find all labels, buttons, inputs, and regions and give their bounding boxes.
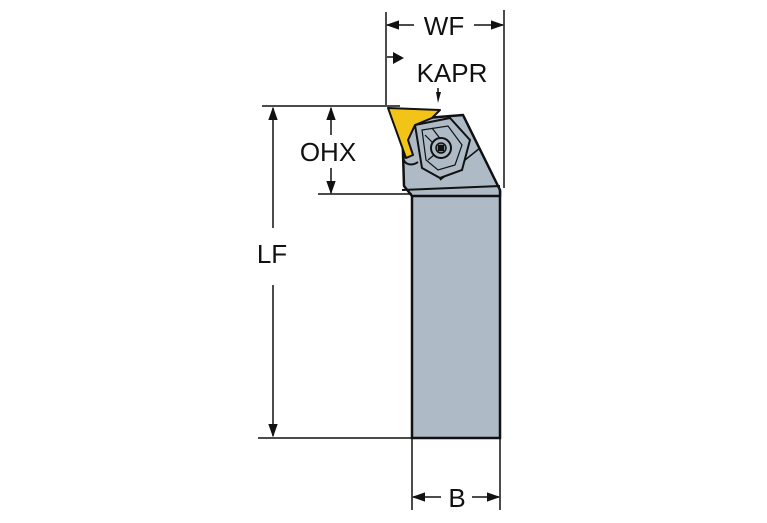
wf-label: WF <box>424 11 464 41</box>
dimension-lf: LF <box>257 106 412 439</box>
cutting-insert <box>387 107 441 159</box>
dimension-kapr: KAPR <box>387 52 487 103</box>
clamp-screw-icon <box>430 137 452 159</box>
b-label: B <box>448 483 465 513</box>
kapr-label: KAPR <box>417 58 488 88</box>
lf-label: LF <box>257 239 287 269</box>
dimension-wf: WF <box>385 10 505 188</box>
holder-shank <box>410 190 502 440</box>
ohx-label: OHX <box>300 137 356 167</box>
dimension-b: B <box>411 438 501 513</box>
dimension-ohx: OHX <box>262 105 412 195</box>
